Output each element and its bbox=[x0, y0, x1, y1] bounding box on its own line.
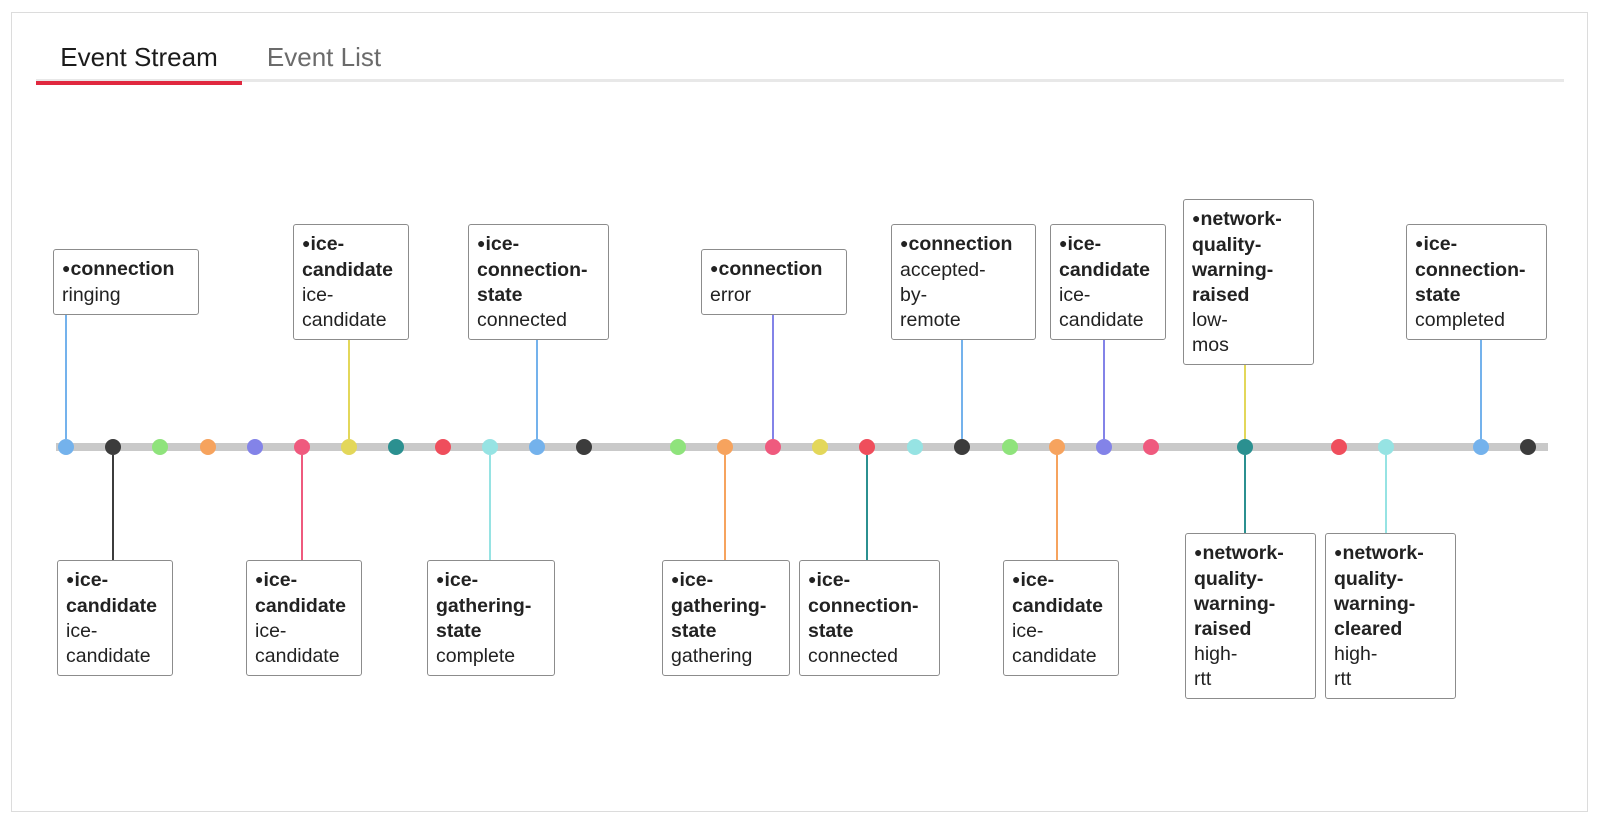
event-value: high- rtt bbox=[1194, 643, 1238, 690]
timeline-event-dot[interactable] bbox=[765, 439, 781, 455]
event-name: ice- connection- state bbox=[477, 232, 600, 308]
timeline-event-dot[interactable] bbox=[576, 439, 592, 455]
event-name: ice- connection- state bbox=[1415, 232, 1538, 308]
timeline-event-dot[interactable] bbox=[435, 439, 451, 455]
timeline-event-dot[interactable] bbox=[717, 439, 733, 455]
event-value: complete bbox=[436, 645, 516, 667]
event-value: completed bbox=[1415, 309, 1505, 331]
timeline-event-dot[interactable] bbox=[1237, 439, 1253, 455]
timeline-event-dot[interactable] bbox=[58, 439, 74, 455]
event-value: ice- candidate bbox=[66, 620, 151, 667]
event-name: ice- candidate bbox=[66, 568, 164, 619]
event-value: ice- candidate bbox=[1012, 620, 1097, 667]
timeline-event-dot[interactable] bbox=[859, 439, 875, 455]
event-value: ice- candidate bbox=[1059, 284, 1144, 331]
timeline-event-dot[interactable] bbox=[670, 439, 686, 455]
event-connector-line bbox=[961, 340, 963, 439]
event-name: connection bbox=[900, 232, 1027, 258]
event-value: ice- candidate bbox=[302, 284, 387, 331]
timeline-event-dot[interactable] bbox=[341, 439, 357, 455]
timeline-event-dot[interactable] bbox=[907, 439, 923, 455]
event-name: network- quality- warning- cleared bbox=[1334, 541, 1447, 642]
event-value: gathering bbox=[671, 645, 753, 667]
event-connector-line bbox=[536, 340, 538, 439]
timeline-event-dot[interactable] bbox=[1520, 439, 1536, 455]
event-connector-line bbox=[1244, 365, 1246, 439]
event-value: high- rtt bbox=[1334, 643, 1378, 690]
timeline-event-dot[interactable] bbox=[954, 439, 970, 455]
event-connector-line bbox=[1103, 340, 1105, 439]
event-connector-line bbox=[866, 455, 868, 560]
event-connector-line bbox=[1385, 455, 1387, 533]
timeline-event-dot[interactable] bbox=[1143, 439, 1159, 455]
event-connector-line bbox=[348, 340, 350, 439]
event-connector-line bbox=[301, 455, 303, 560]
tab-event-stream[interactable]: Event Stream bbox=[36, 30, 242, 85]
event-name: ice- candidate bbox=[1059, 232, 1157, 283]
timeline-event-dot[interactable] bbox=[482, 439, 498, 455]
event-name: ice- gathering- state bbox=[436, 568, 546, 644]
timeline-event-dot[interactable] bbox=[1002, 439, 1018, 455]
event-connector-line bbox=[112, 455, 114, 560]
event-connector-line bbox=[772, 315, 774, 439]
timeline-event-dot[interactable] bbox=[294, 439, 310, 455]
event-value: accepted- by- remote bbox=[900, 259, 986, 331]
event-name: network- quality- warning- raised bbox=[1192, 207, 1305, 308]
event-connector-line bbox=[1244, 455, 1246, 533]
event-card[interactable]: network- quality- warning- clearedhigh- … bbox=[1325, 533, 1456, 699]
event-connector-line bbox=[724, 455, 726, 560]
event-connector-line bbox=[489, 455, 491, 560]
timeline-track bbox=[56, 443, 1548, 451]
timeline-event-dot[interactable] bbox=[1049, 439, 1065, 455]
timeline-event-dot[interactable] bbox=[1378, 439, 1394, 455]
event-value: ice- candidate bbox=[255, 620, 340, 667]
event-name: ice- connection- state bbox=[808, 568, 931, 644]
timeline-event-dot[interactable] bbox=[152, 439, 168, 455]
timeline-event-dot[interactable] bbox=[388, 439, 404, 455]
event-name: network- quality- warning- raised bbox=[1194, 541, 1307, 642]
event-name: connection bbox=[710, 257, 838, 283]
event-value: ringing bbox=[62, 284, 121, 306]
timeline-event-dot[interactable] bbox=[200, 439, 216, 455]
event-name: ice- candidate bbox=[1012, 568, 1110, 619]
event-value: low- mos bbox=[1192, 309, 1229, 356]
event-name: ice- candidate bbox=[302, 232, 400, 283]
tab-bar: Event Stream Event List bbox=[36, 30, 1564, 85]
event-connector-line bbox=[1480, 340, 1482, 439]
timeline-event-dot[interactable] bbox=[1096, 439, 1112, 455]
event-value: connected bbox=[808, 645, 898, 667]
event-connector-line bbox=[65, 315, 67, 439]
event-name: connection bbox=[62, 257, 190, 283]
tab-event-list[interactable]: Event List bbox=[266, 42, 382, 72]
event-value: connected bbox=[477, 309, 567, 331]
timeline-event-dot[interactable] bbox=[105, 439, 121, 455]
timeline-event-dot[interactable] bbox=[1331, 439, 1347, 455]
timeline-event-dot[interactable] bbox=[1473, 439, 1489, 455]
timeline-event-dot[interactable] bbox=[247, 439, 263, 455]
timeline-event-dot[interactable] bbox=[529, 439, 545, 455]
event-name: ice- gathering- state bbox=[671, 568, 781, 644]
timeline-event-dot[interactable] bbox=[812, 439, 828, 455]
event-name: ice- candidate bbox=[255, 568, 353, 619]
event-connector-line bbox=[1056, 455, 1058, 560]
event-value: error bbox=[710, 284, 752, 306]
